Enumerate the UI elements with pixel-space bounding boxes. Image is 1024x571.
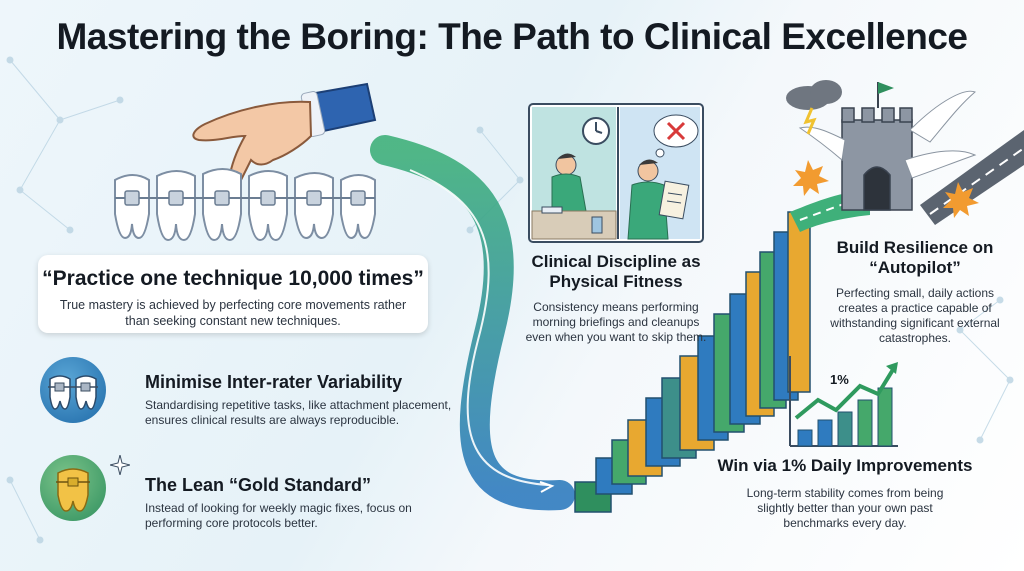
discipline-text: Consistency means performing morning bri…: [525, 300, 707, 344]
growth-chart-icon: 1%: [789, 356, 898, 447]
resilience-title: Build Resilience on “Autopilot”: [836, 238, 994, 277]
discipline-block: Clinical Discipline as Physical Fitness …: [522, 252, 710, 345]
quote-text: True mastery is achieved by perfecting c…: [59, 298, 407, 328]
feature-title-gold-standard: The Lean “Gold Standard”: [145, 475, 372, 495]
page-title: Mastering the Boring: The Path to Clinic…: [56, 16, 968, 57]
improvement-text: Long-term stability comes from being sli…: [746, 486, 944, 530]
discipline-title: Clinical Discipline as Physical Fitness: [531, 252, 701, 291]
gold-tooth-icon: [40, 455, 106, 521]
feature-title-variability: Minimise Inter-rater Variability: [145, 372, 403, 392]
braces-teeth-icon: [40, 357, 106, 423]
chart-percent-label: 1%: [830, 372, 849, 387]
improvement-block: Win via 1% Daily Improvements Long-term …: [700, 456, 990, 531]
resilience-block: Build Resilience on “Autopilot” Perfecti…: [830, 238, 1000, 346]
quote-headline: “Practice one technique 10,000 times”: [42, 267, 424, 290]
improvement-title: Win via 1% Daily Improvements: [717, 456, 973, 475]
discipline-illustration: [528, 103, 704, 243]
resilience-text: Perfecting small, daily actions creates …: [830, 286, 1000, 345]
hand-braces-illustration: [114, 82, 377, 242]
feature-text-gold-standard: Instead of looking for weekly magic fixe…: [145, 501, 412, 530]
sparkle-icon: [110, 455, 130, 475]
feature-text-variability: Standardising repetitive tasks, like att…: [145, 398, 452, 427]
quote-card: “Practice one technique 10,000 times” Tr…: [38, 255, 428, 333]
